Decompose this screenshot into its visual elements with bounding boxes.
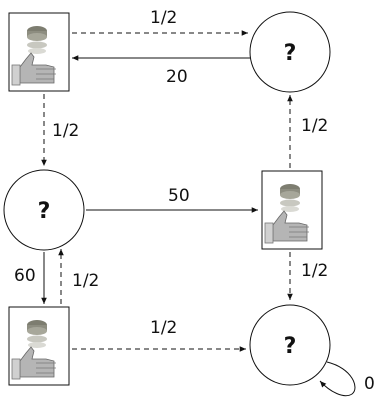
edge-bottom-box-to-bottom-node: 1/2	[72, 318, 246, 352]
edge-bottom-box-to-middle-node: 1/2	[58, 249, 99, 304]
question-node-top: ?	[249, 11, 331, 93]
edge-label: 1/2	[52, 121, 79, 141]
edge-label: 50	[168, 186, 190, 206]
question-node-bottom: ?	[249, 304, 331, 386]
node-label: ?	[38, 199, 51, 224]
edge-right-box-to-top-node: 1/2	[287, 95, 328, 168]
edge-top-box-to-top-node: 1/2	[72, 8, 248, 36]
edge-top-box-to-middle-node: 1/2	[41, 94, 79, 166]
edge-label: 1/2	[72, 271, 99, 291]
edge-middle-node-to-right-box: 50	[86, 186, 258, 213]
edge-top-node-to-top-box: 20	[72, 55, 250, 87]
node-label: ?	[284, 41, 297, 66]
coin-hand-box-top	[8, 12, 70, 92]
edge-label: 1/2	[301, 261, 328, 281]
edge-label: 0	[364, 374, 375, 394]
edge-label: 1/2	[150, 8, 177, 28]
coin-hand-box-right	[261, 170, 323, 250]
node-label: ?	[284, 334, 297, 359]
edge-label: 20	[166, 67, 188, 87]
edge-label: 1/2	[301, 116, 328, 136]
coin-hand-box-bottom	[8, 306, 70, 386]
question-node-middle: ?	[3, 169, 85, 251]
edge-middle-node-to-bottom-box: 60	[14, 252, 47, 304]
edge-label: 1/2	[150, 318, 177, 338]
edge-label: 60	[14, 266, 36, 286]
edge-right-box-to-bottom-node: 1/2	[287, 252, 328, 300]
edge-bottom-node-self-loop: 0	[319, 361, 375, 397]
